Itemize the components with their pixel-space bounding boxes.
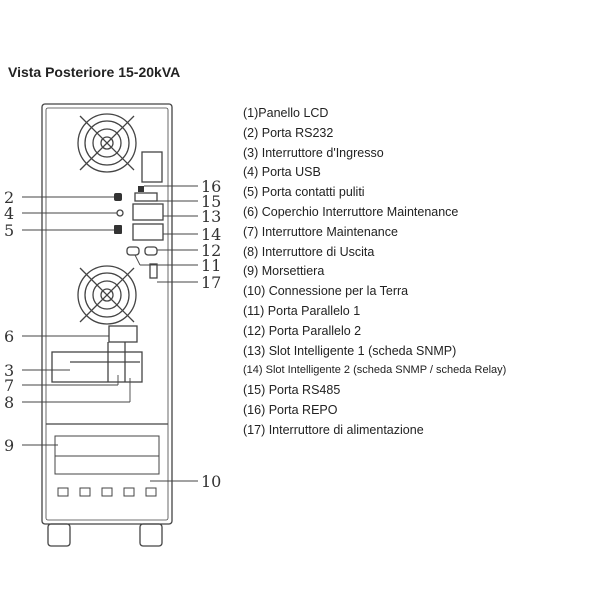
wheel-right [139,523,163,547]
callout-2: 2 [4,188,14,207]
parallel-port-2 [144,246,158,256]
legend-item: (12) Porta Parallelo 2 [243,323,362,338]
repo-port [138,186,144,192]
power-switch [149,263,158,279]
legend-item: (8) Interruttore di Uscita [243,244,375,259]
legend-item: (13) Slot Intelligente 1 (scheda SNMP) [243,343,457,358]
legend-item: (10) Connessione per la Terra [243,284,409,299]
blank-plate [141,151,163,183]
legend-item: (2) Porta RS232 [243,125,334,140]
legend-item: (16) Porta REPO [243,402,338,417]
intelligent-slot-1 [132,203,164,221]
usb-port [116,209,124,217]
callout-4: 4 [4,204,14,223]
callout-5: 5 [4,221,14,240]
wheel-left [47,523,71,547]
parallel-port-1 [126,246,140,256]
cabinet-outline [41,103,173,525]
legend-item: (11) Porta Parallelo 1 [243,303,361,318]
callout-13: 13 [201,207,221,226]
legend-item: (17) Interruttore di alimentazione [243,422,424,437]
diagram-title: Vista Posteriore 15-20kVA [8,64,181,80]
legend-item: (1)Panello LCD [243,106,329,120]
callout-14: 14 [201,225,221,244]
legend-item: (3) Interruttore d'Ingresso [243,145,384,160]
breaker-block [51,351,143,383]
legend-item: (4) Porta USB [243,165,321,180]
callout-8: 8 [4,393,14,412]
legend-item: (14) Slot Intelligente 2 (scheda SNMP / … [243,364,507,377]
callout-12: 12 [201,241,221,260]
intelligent-slot-2 [132,223,164,241]
callout-11: 11 [201,256,221,275]
rs485-port [134,192,158,202]
callout-9: 9 [4,436,14,455]
maintenance-cover [108,325,138,343]
ground-connections [57,487,157,497]
legend-item: (7) Interruttore Maintenance [243,224,398,239]
legend-item: (6) Coperchio Interruttore Maintenance [243,204,459,219]
rs232-port [114,193,122,201]
legend-item: (9) Morsettiera [243,264,325,279]
callout-17: 17 [201,273,221,292]
dry-contact-port [114,225,122,234]
fan-bottom-icon [77,265,137,325]
legend-item: (15) Porta RS485 [243,383,341,398]
callout-6: 6 [4,327,14,346]
terminal-block [54,435,160,475]
legend-item: (5) Porta contatti puliti [243,185,365,200]
fan-top-icon [77,113,137,173]
callout-7: 7 [4,376,14,395]
callout-15: 15 [201,192,221,211]
callout-10: 10 [201,472,221,491]
callout-16: 16 [201,177,221,196]
callout-3: 3 [4,361,14,380]
component-legend: (1)Panello LCD (2) Porta RS232 (3) Inter… [243,104,506,441]
